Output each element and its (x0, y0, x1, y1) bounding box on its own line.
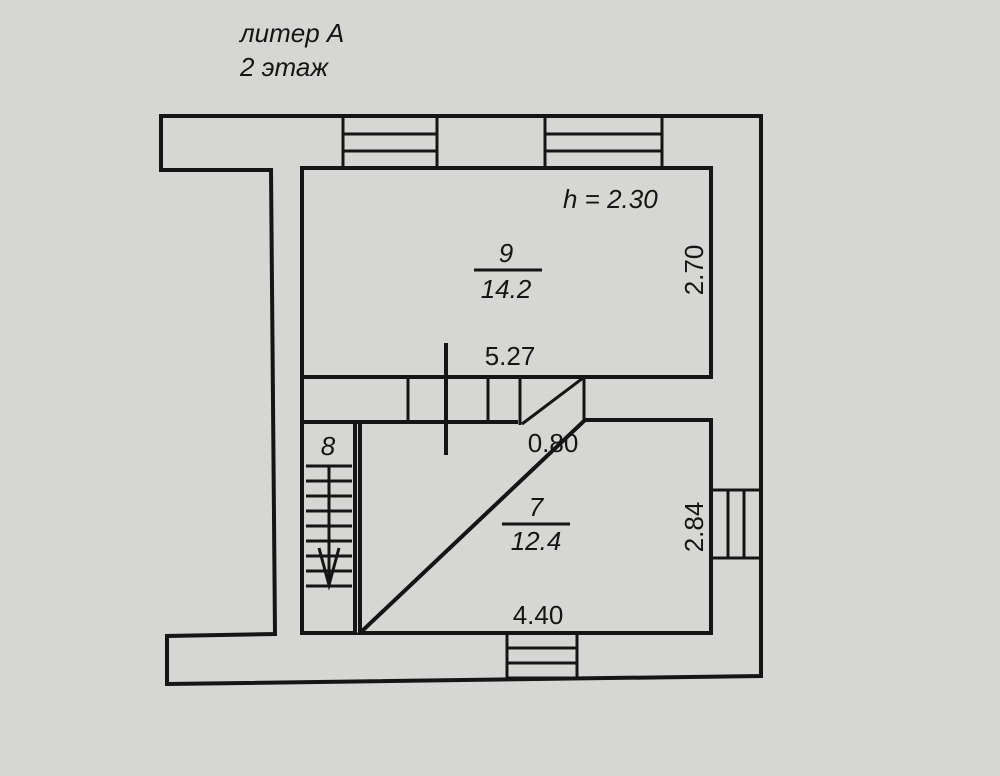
room-9-depth: 2.70 (679, 245, 709, 296)
room-9-number: 9 (499, 238, 513, 268)
room-7-number: 7 (529, 492, 545, 522)
room-7-area: 12.4 (511, 526, 562, 556)
room-9-outline (300, 166, 713, 379)
window-top-1 (341, 114, 439, 170)
corridor-wall (300, 377, 408, 635)
floor-label: 2 этаж (239, 52, 329, 82)
outer-wall (159, 114, 763, 687)
ceiling-height: h = 2.30 (563, 184, 658, 214)
building-label: литер А (238, 18, 344, 48)
room-8-number: 8 (321, 431, 336, 461)
window-right (709, 488, 763, 560)
window-top-2 (543, 114, 664, 170)
room-7-depth: 2.84 (679, 502, 709, 553)
staircase (306, 464, 352, 591)
room-9-area: 14.2 (481, 274, 532, 304)
stair-arrow-icon (317, 547, 341, 591)
window-bottom (505, 631, 579, 680)
door-width: 0.80 (528, 428, 579, 458)
room-9-width: 5.27 (485, 341, 536, 371)
room-7-width: 4.40 (513, 600, 564, 630)
corridor-partitions (406, 343, 490, 455)
door-room-7 (518, 376, 586, 426)
